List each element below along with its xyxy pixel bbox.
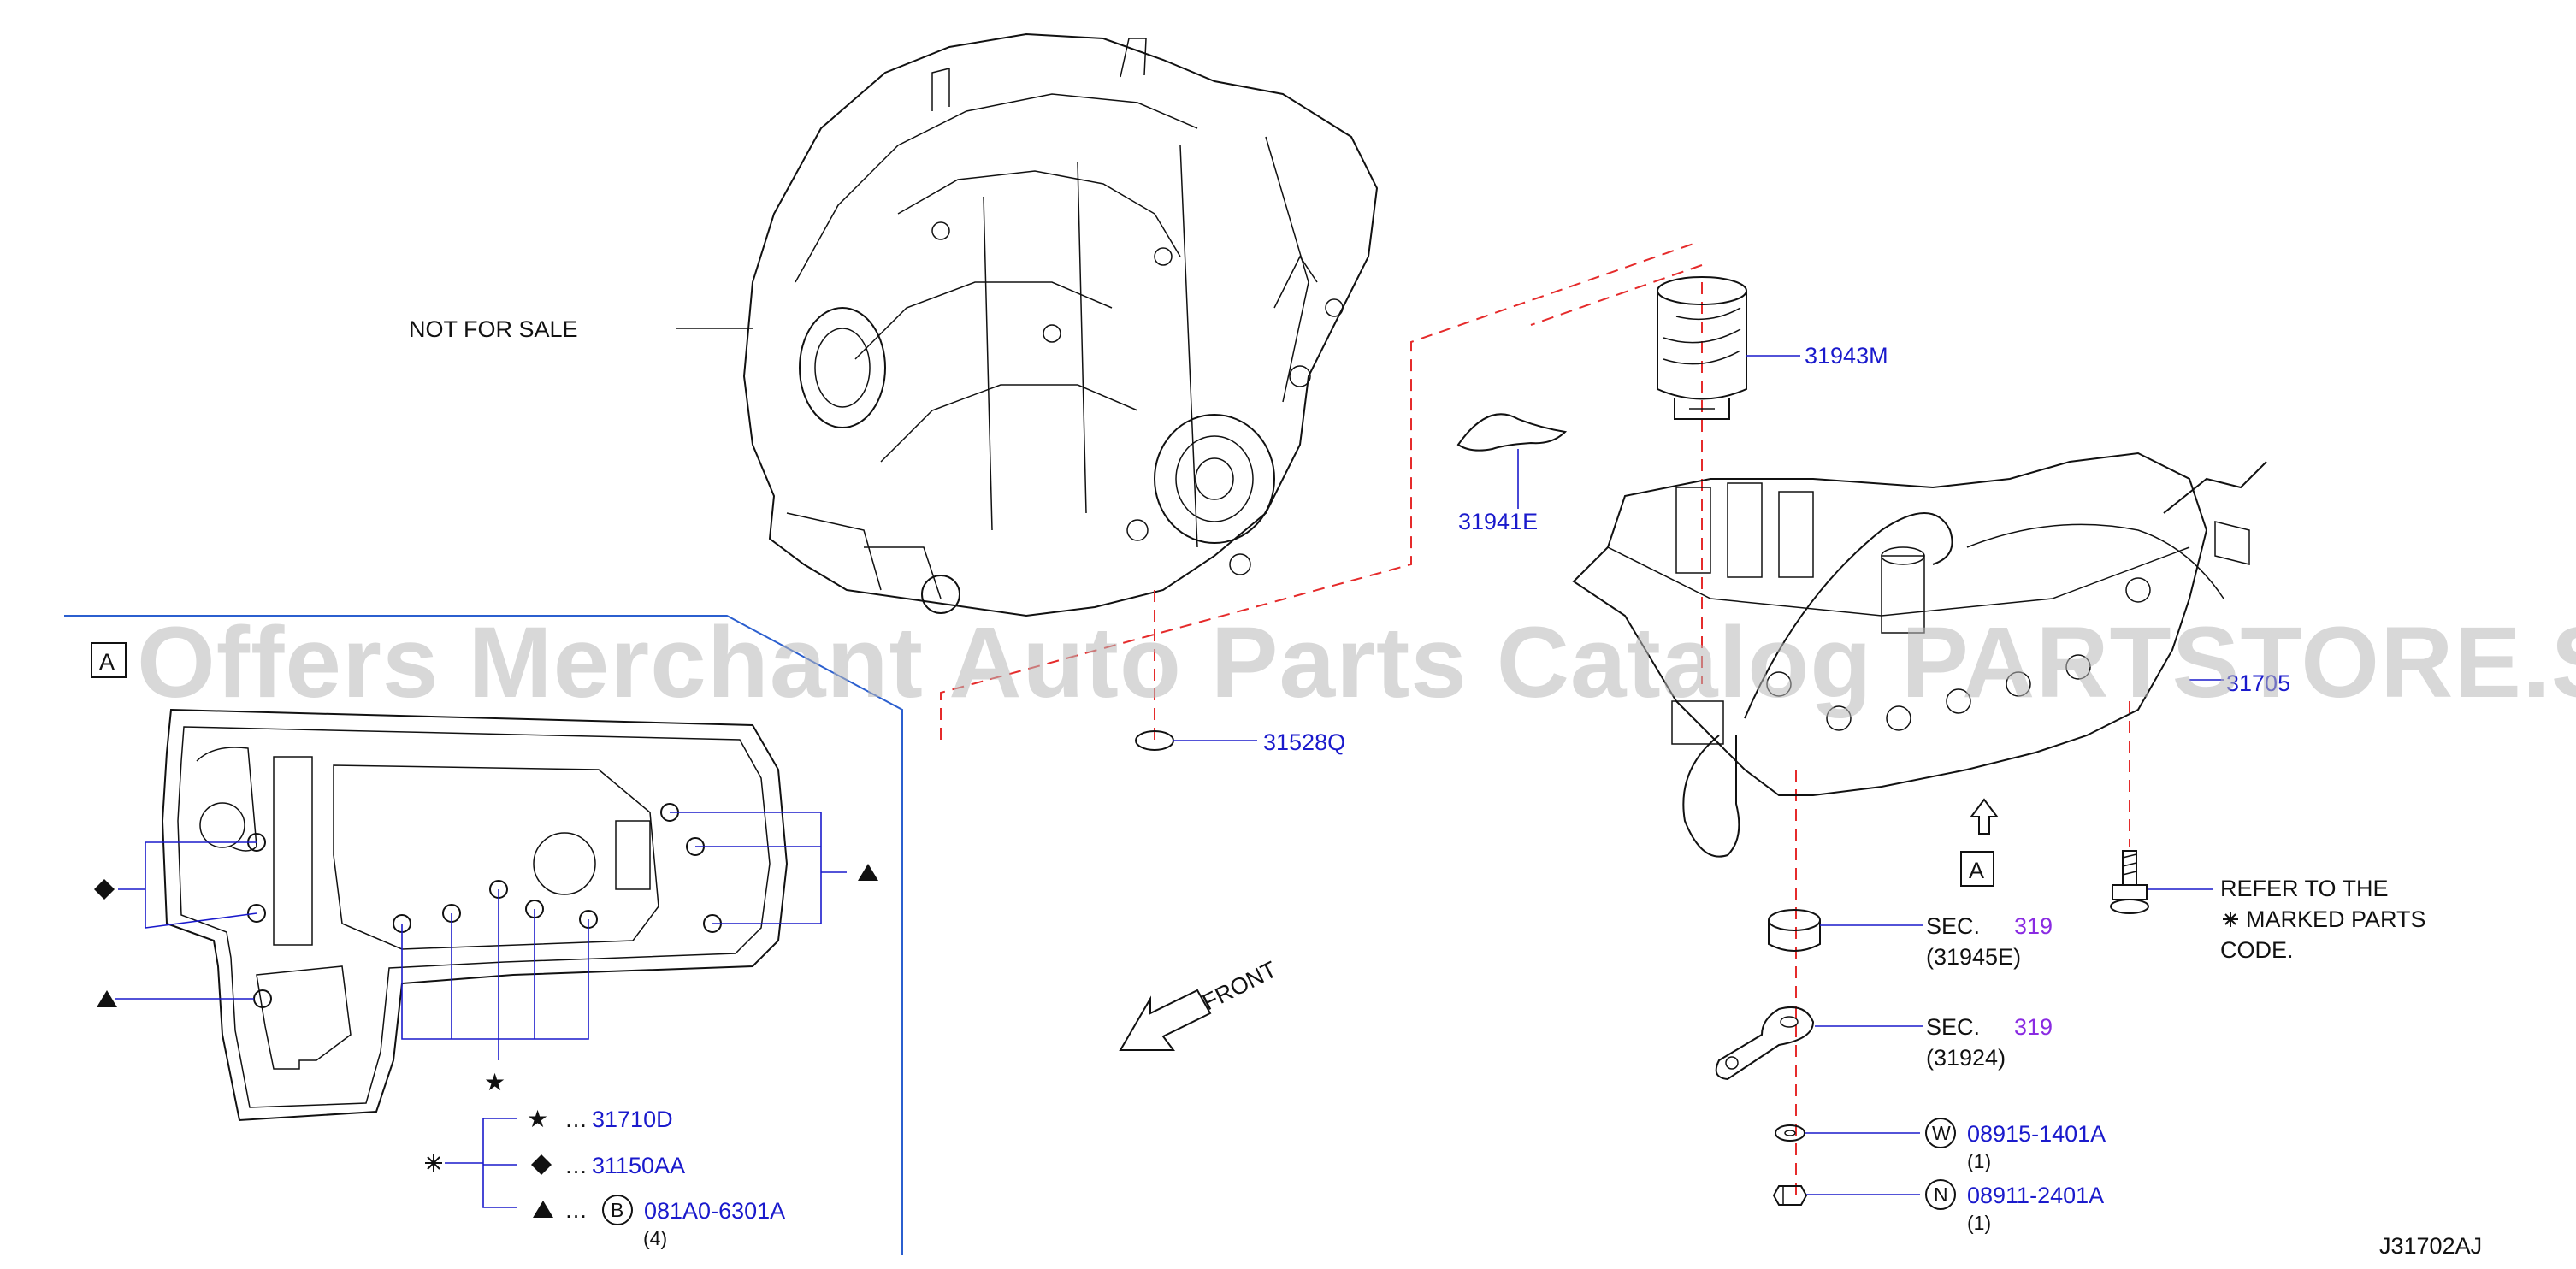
part-number-08911-2401a[interactable]: 08911-2401A (1967, 1183, 2104, 1208)
b-circle-icon (602, 1195, 633, 1225)
spacer-31945e-drawing (1768, 909, 1821, 952)
part-number-31710d[interactable]: 31710D (592, 1107, 673, 1132)
section-ref-319-b[interactable]: 319 (2014, 1014, 2053, 1040)
view-a-box-label: A (1969, 858, 1984, 883)
diamond-callout-lines (118, 841, 257, 929)
legend-snowflake-mark-icon (425, 1154, 442, 1172)
part-number-081a0-6301a[interactable]: 081A0-6301A (644, 1198, 785, 1224)
inset-view-a-border (64, 615, 903, 1255)
qty-08911: (1) (1967, 1212, 1991, 1234)
view-a-box (1960, 851, 1994, 887)
n-circle-letter: N (1934, 1183, 1948, 1206)
inset-view-a-box (91, 642, 127, 678)
diagram-code: J31702AJ (2379, 1233, 2482, 1259)
washer-08915-drawing (1775, 1124, 1805, 1142)
bolt-marked-drawing (2110, 850, 2149, 914)
diamond-icon (94, 879, 115, 900)
legend-star-icon: ★ (527, 1106, 548, 1132)
legend-triangle-icon (533, 1201, 553, 1218)
view-arrow-icon (1970, 798, 1999, 835)
part-number-31924: (31924) (1926, 1045, 2006, 1071)
inset-view-a-label: A (99, 649, 115, 675)
part-number-31705[interactable]: 31705 (2226, 670, 2290, 696)
snowflake-mark-icon (2223, 912, 2238, 927)
n-circle-icon (1925, 1179, 1956, 1210)
star-icon: ★ (484, 1069, 505, 1095)
part-number-31945e: (31945E) (1926, 944, 2021, 970)
legend-triangle-dots: … (564, 1197, 588, 1223)
refer-text-line3: CODE. (2220, 937, 2294, 963)
legend-bracket (445, 1118, 517, 1208)
sec-prefix-2: SEC. (1926, 1014, 1980, 1040)
sec-prefix-1: SEC. (1926, 913, 1980, 939)
triangle-right-icon (858, 864, 878, 881)
front-label: FRONT (1198, 956, 1280, 1015)
nut-08911-drawing (1772, 1185, 1808, 1206)
star-callout-lines (401, 889, 589, 1060)
front-arrow-icon (1119, 989, 1212, 1051)
bracket-31924-drawing (1715, 1006, 1815, 1081)
w-circle-letter: W (1932, 1122, 1951, 1144)
qty-081a0: (4) (643, 1227, 667, 1249)
triangle-right-callout-lines (670, 812, 847, 924)
section-ref-319-a[interactable]: 319 (2014, 913, 2053, 939)
w-circle-icon (1925, 1118, 1956, 1148)
part-number-31528q[interactable]: 31528Q (1263, 729, 1345, 755)
valve-body-bottom-view-drawing (161, 708, 789, 1122)
legend-diamond-icon (531, 1154, 552, 1175)
part-number-31941e[interactable]: 31941E (1458, 509, 1538, 534)
not-for-sale-label: NOT FOR SALE (409, 316, 578, 342)
part-number-31943m[interactable]: 31943M (1805, 343, 1888, 369)
filter-31943m-drawing (1657, 276, 1747, 420)
gasket-31941e-drawing (1456, 413, 1568, 452)
b-circle-letter: B (611, 1199, 623, 1221)
part-number-31150aa[interactable]: 31150AA (592, 1153, 685, 1178)
triangle-left-icon (97, 990, 117, 1007)
control-valve-body-drawing (1572, 452, 2267, 858)
qty-08915: (1) (1967, 1150, 1991, 1172)
part-number-08915-1401a[interactable]: 08915-1401A (1967, 1121, 2106, 1147)
washer-08915-hole (1784, 1130, 1796, 1136)
refer-text-line2: MARKED PARTS (2246, 906, 2426, 932)
transmission-assembly-drawing (742, 32, 1379, 617)
legend-diamond-dots: … (564, 1153, 588, 1178)
watermark-text: Offers Merchant Auto Parts Catalog PARTS… (137, 606, 2576, 719)
refer-text-line1: REFER TO THE (2220, 876, 2389, 901)
legend-star-dots: … (564, 1107, 588, 1132)
